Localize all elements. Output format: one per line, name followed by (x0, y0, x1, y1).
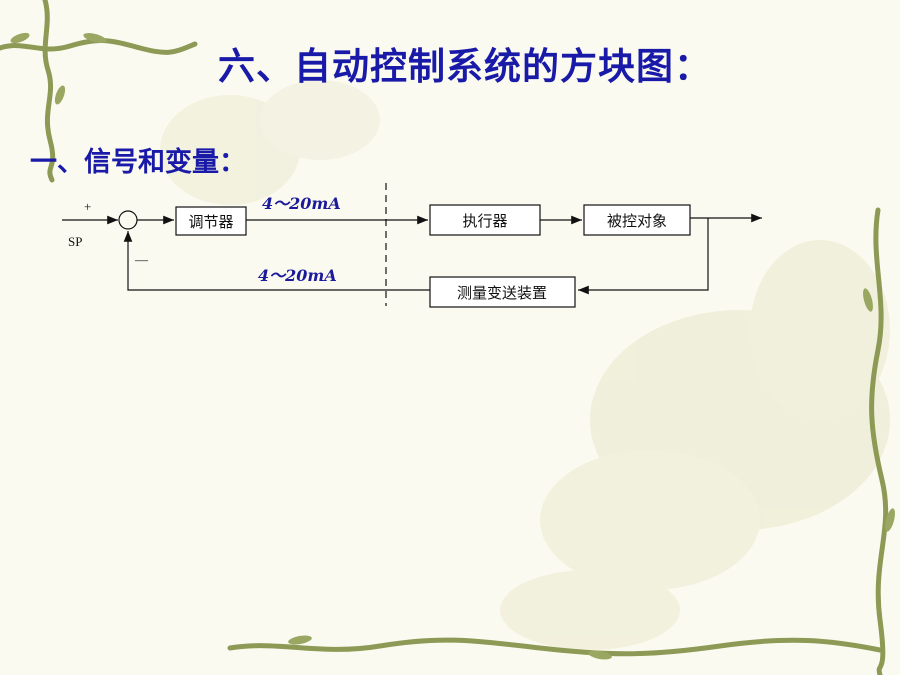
flower-watermark (160, 80, 890, 650)
transmitter-label: 测量变送装置 (457, 284, 547, 302)
controller-block (175, 206, 247, 236)
section-heading: 一、信号和变量： (30, 147, 246, 178)
transmitter-block (429, 276, 576, 308)
setpoint-label: SP (68, 234, 82, 249)
feedback-arrow (123, 231, 430, 291)
actuator-label: 执行器 (462, 212, 507, 230)
forward-signal-label: 4～20mA (262, 194, 341, 213)
minus-sign: — (134, 252, 149, 267)
actuator-block (429, 204, 541, 236)
process-label: 被控对象 (607, 212, 667, 230)
feedback-take-off (578, 218, 709, 295)
plus-sign: + (84, 199, 91, 214)
vine-leaves (10, 32, 895, 660)
slide-title: 六、自动控制系统的方块图： (218, 45, 712, 88)
feedback-signal-label: 4～20mA (258, 266, 337, 285)
controller-label: 调节器 (188, 213, 233, 231)
comparator-circle (118, 210, 138, 230)
process-block (583, 204, 691, 236)
